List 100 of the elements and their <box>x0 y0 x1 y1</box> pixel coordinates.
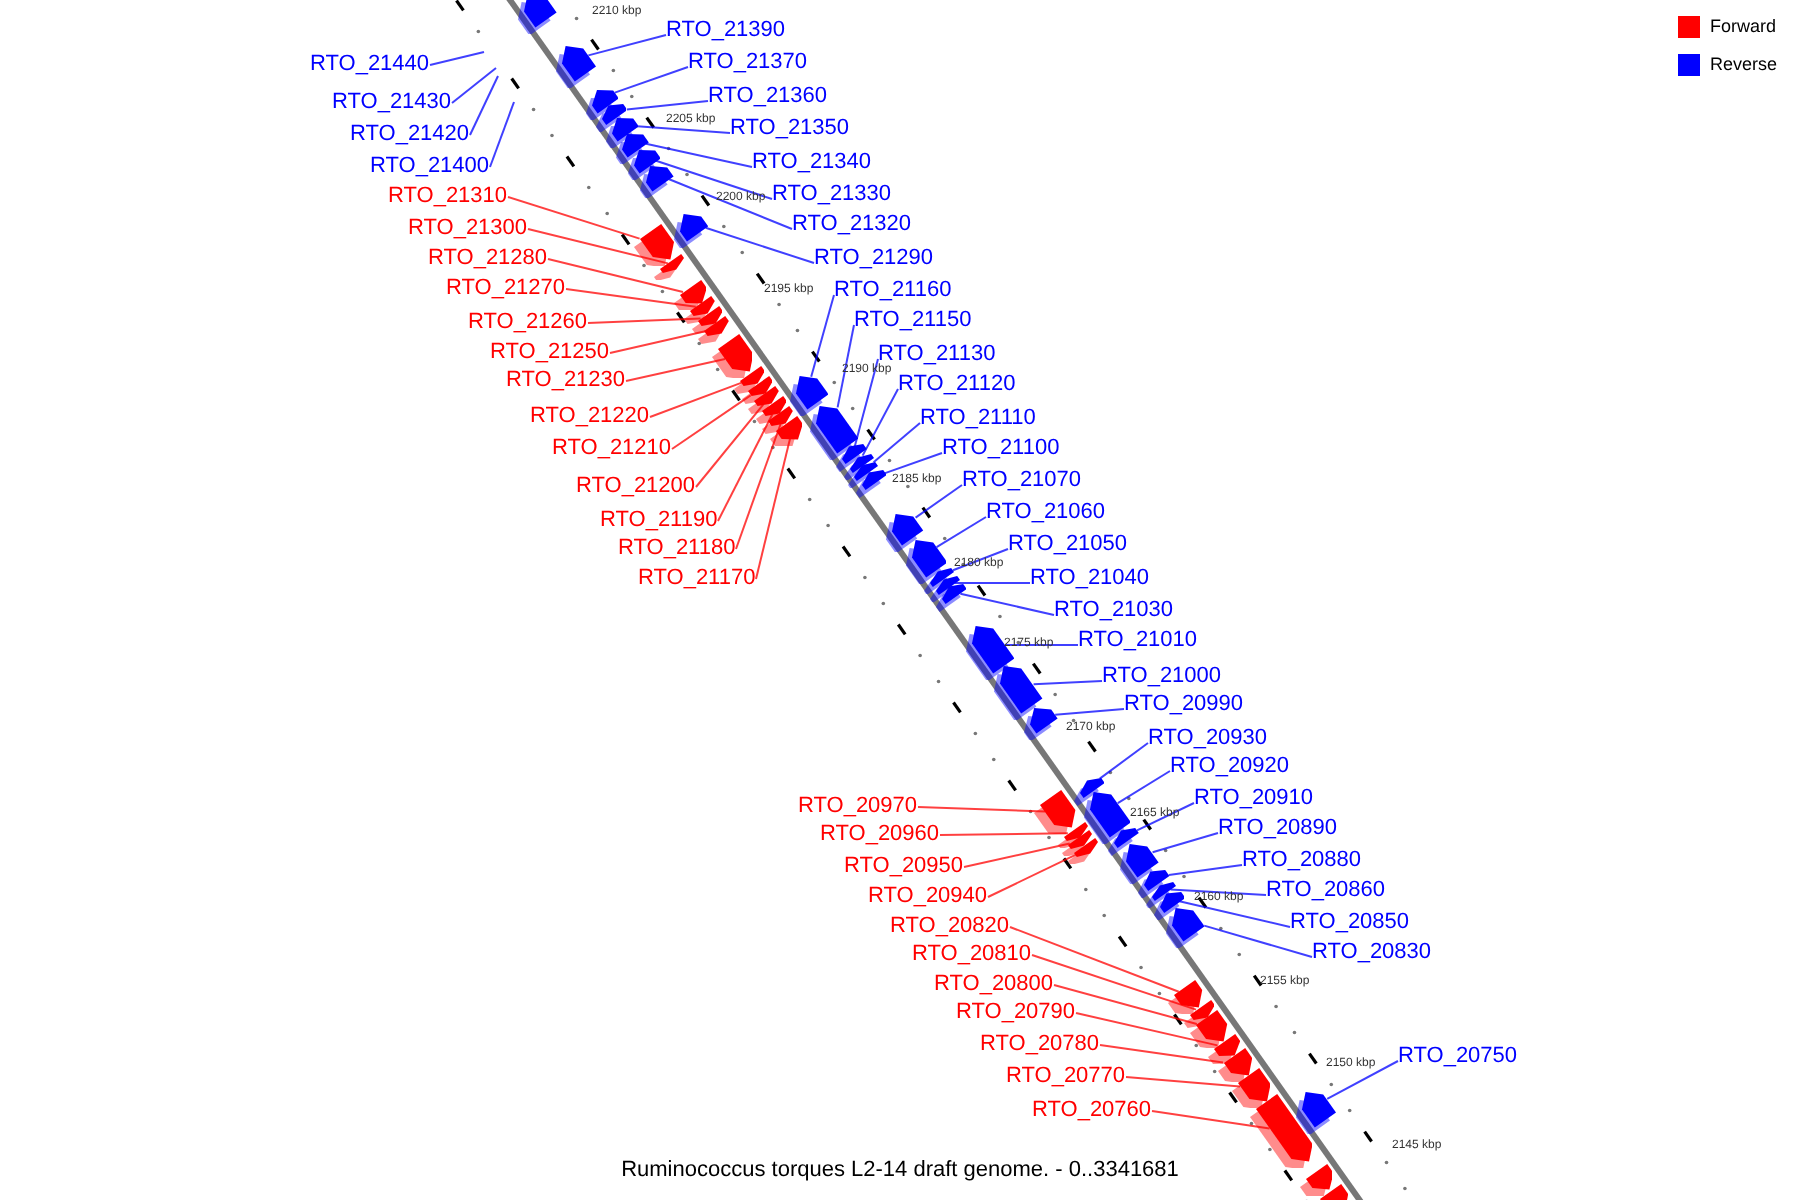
leader-line <box>704 226 815 264</box>
gene-glyph <box>1217 1047 1252 1083</box>
gene-label: RTO_20760 <box>1032 1098 1152 1124</box>
gene-label: RTO_21040 <box>1030 566 1150 592</box>
leader-line <box>1054 708 1125 716</box>
gene-label: RTO_20940 <box>868 884 988 910</box>
legend-label: Reverse <box>1710 54 1778 76</box>
leader-line <box>1125 1076 1241 1088</box>
gene-label: RTO_20990 <box>1124 692 1244 718</box>
leader-line <box>527 228 669 265</box>
caption: Ruminococcus torques L2-14 draft genome. - 0..3341681 <box>619 1156 1181 1186</box>
gene-glyph <box>1023 707 1058 741</box>
gene-label: RTO_21440 <box>310 52 430 78</box>
gene-label: RTO_20910 <box>1194 786 1314 812</box>
gene-glyph <box>711 333 753 379</box>
leader-line <box>1326 1060 1399 1100</box>
leader-line <box>655 159 773 200</box>
gene-label: RTO_21010 <box>1078 628 1198 654</box>
gene-glyph <box>1296 1091 1337 1135</box>
gene-glyph <box>1068 837 1099 865</box>
leader-line <box>609 330 707 354</box>
gene-label: RTO_21370 <box>688 50 808 76</box>
gene-label: RTO_21210 <box>552 436 672 462</box>
leader-line <box>1032 680 1103 686</box>
gene-label: RTO_21070 <box>962 468 1082 494</box>
leader-line <box>587 317 702 324</box>
gene-label: RTO_21190 <box>600 508 718 534</box>
gene-label: RTO_20780 <box>980 1032 1100 1058</box>
gene-label: RTO_21120 <box>898 372 1016 398</box>
leader-line <box>1136 802 1195 832</box>
leader-line <box>507 196 641 240</box>
gene-label: RTO_21150 <box>854 308 972 334</box>
leader-line <box>1098 742 1149 780</box>
leader-line <box>939 832 1069 836</box>
gene-label: RTO_20820 <box>890 914 1010 940</box>
leader-line <box>667 178 793 230</box>
gene-label: RTO_20790 <box>956 1000 1076 1026</box>
gene-label: RTO_21310 <box>388 184 508 210</box>
leader-line <box>429 51 485 66</box>
gene-glyph <box>810 405 859 461</box>
gene-label: RTO_21320 <box>792 212 912 238</box>
leader-line <box>861 388 899 457</box>
leader-line <box>636 125 731 134</box>
leader-line <box>953 582 1031 584</box>
gene-glyph <box>1231 1067 1270 1109</box>
leader-line <box>717 413 774 522</box>
gene-glyph <box>639 165 674 199</box>
leader-line <box>1203 924 1313 958</box>
gene-label: RTO_20890 <box>1218 816 1338 842</box>
gene-label: RTO_21100 <box>942 436 1060 462</box>
leader-line <box>1116 770 1171 805</box>
gene-label: RTO_21060 <box>986 500 1106 526</box>
leader-line <box>963 842 1071 868</box>
gene-glyph <box>1190 1009 1228 1049</box>
gene-label: RTO_20930 <box>1148 726 1268 752</box>
leader-line <box>810 294 835 378</box>
leader-line <box>565 288 697 308</box>
leader-line <box>625 358 726 382</box>
gene-glyph <box>674 213 709 249</box>
gene-label: RTO_21230 <box>506 368 626 394</box>
gene-label: RTO_21180 <box>618 536 736 562</box>
leader-line <box>755 437 791 580</box>
gene-glyph <box>994 665 1043 721</box>
gene-label: RTO_21270 <box>446 276 566 302</box>
gene-label: RTO_20970 <box>798 794 918 820</box>
leader-line <box>547 258 684 293</box>
gene-label: RTO_21160 <box>834 278 952 304</box>
leader-line <box>914 484 963 519</box>
gene-glyph <box>769 415 803 447</box>
leader-line <box>489 101 515 168</box>
leader-line <box>1031 954 1197 1011</box>
gene-label: RTO_21360 <box>708 84 828 110</box>
gene-label: RTO_21430 <box>332 90 452 116</box>
gene-label: RTO_20950 <box>844 854 964 880</box>
leader-line <box>1099 1044 1224 1064</box>
gene-glyph <box>1034 789 1076 835</box>
leader-line <box>959 592 1055 616</box>
leader-line <box>935 516 987 549</box>
leader-line <box>695 403 765 488</box>
gene-glyph <box>789 375 828 417</box>
gene-label: RTO_20860 <box>1266 878 1386 904</box>
gene-label: RTO_21390 <box>666 18 786 44</box>
gene-label: RTO_20770 <box>1006 1064 1126 1090</box>
gene-label: RTO_21280 <box>428 246 548 272</box>
gene-label: RTO_21030 <box>1054 598 1174 624</box>
gene-label: RTO_20830 <box>1312 940 1432 966</box>
gene-label: RTO_21250 <box>490 340 610 366</box>
gene-glyph <box>855 470 886 499</box>
leader-line <box>587 34 667 57</box>
gene-label: RTO_21300 <box>408 216 528 242</box>
gene-glyph <box>633 223 674 267</box>
leader-line <box>917 806 1047 813</box>
gene-label: RTO_21420 <box>350 122 470 148</box>
leader-line <box>735 423 782 550</box>
gene-label: RTO_21400 <box>370 154 490 180</box>
leader-line <box>1169 888 1267 896</box>
gene-label: RTO_21260 <box>468 310 588 336</box>
leader-line <box>836 324 855 409</box>
gene-label: RTO_21000 <box>1102 664 1222 690</box>
gene-label: RTO_21330 <box>772 182 892 208</box>
